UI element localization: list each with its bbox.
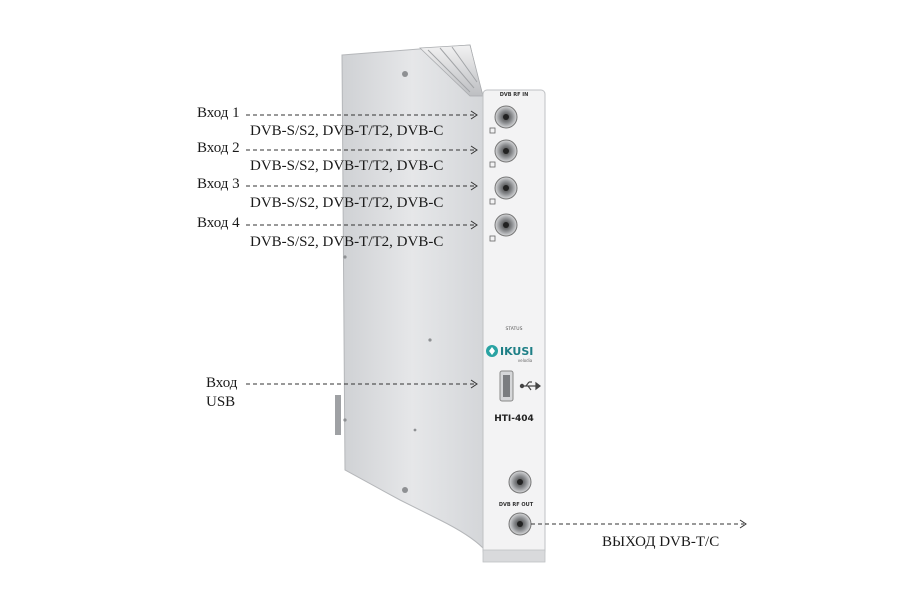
heatsink-fins [419, 44, 484, 97]
usb-symbol-icon [519, 381, 541, 391]
usb-label-line1: Вход [206, 375, 238, 391]
input-3-label: Вход 3 [197, 176, 240, 192]
power-indicator-icons [489, 127, 496, 242]
usb-label-line2: USB [206, 394, 236, 410]
usb-port [499, 370, 514, 402]
rf-connector-4 [494, 213, 518, 237]
input-3-formats: DVB-S/S2, DVB-T/T2, DVB-C [250, 195, 444, 211]
rf-connector-3 [494, 176, 518, 200]
output-label: ВЫХОД DVB-T/C [602, 534, 720, 550]
rf-in-label: DVB RF IN [500, 92, 529, 98]
input-1-label: Вход 1 [197, 105, 240, 121]
brand-logo: IKUSI velodia [486, 345, 533, 363]
rf-out-connector-1 [508, 470, 532, 494]
rf-out-label: DVB RF OUT [499, 502, 534, 508]
input-1-formats: DVB-S/S2, DVB-T/T2, DVB-C [250, 123, 444, 139]
rf-connector-2 [494, 139, 518, 163]
status-label: STATUS [506, 326, 523, 332]
rf-out-connector-2 [508, 512, 532, 536]
callout-arrows [246, 114, 744, 525]
rf-connector-1 [494, 105, 518, 129]
model-label: HTI-404 [494, 414, 534, 424]
device-side-panel [341, 44, 484, 550]
input-4-formats: DVB-S/S2, DVB-T/T2, DVB-C [250, 234, 444, 250]
input-2-formats: DVB-S/S2, DVB-T/T2, DVB-C [250, 158, 444, 174]
brand-subname: velodia [518, 358, 533, 363]
arrow-heads [470, 110, 747, 529]
input-4-label: Вход 4 [197, 215, 240, 231]
input-2-label: Вход 2 [197, 140, 240, 156]
rf-in-connectors [494, 105, 518, 237]
brand-name: IKUSI [500, 345, 533, 358]
side-bracket [335, 395, 341, 435]
